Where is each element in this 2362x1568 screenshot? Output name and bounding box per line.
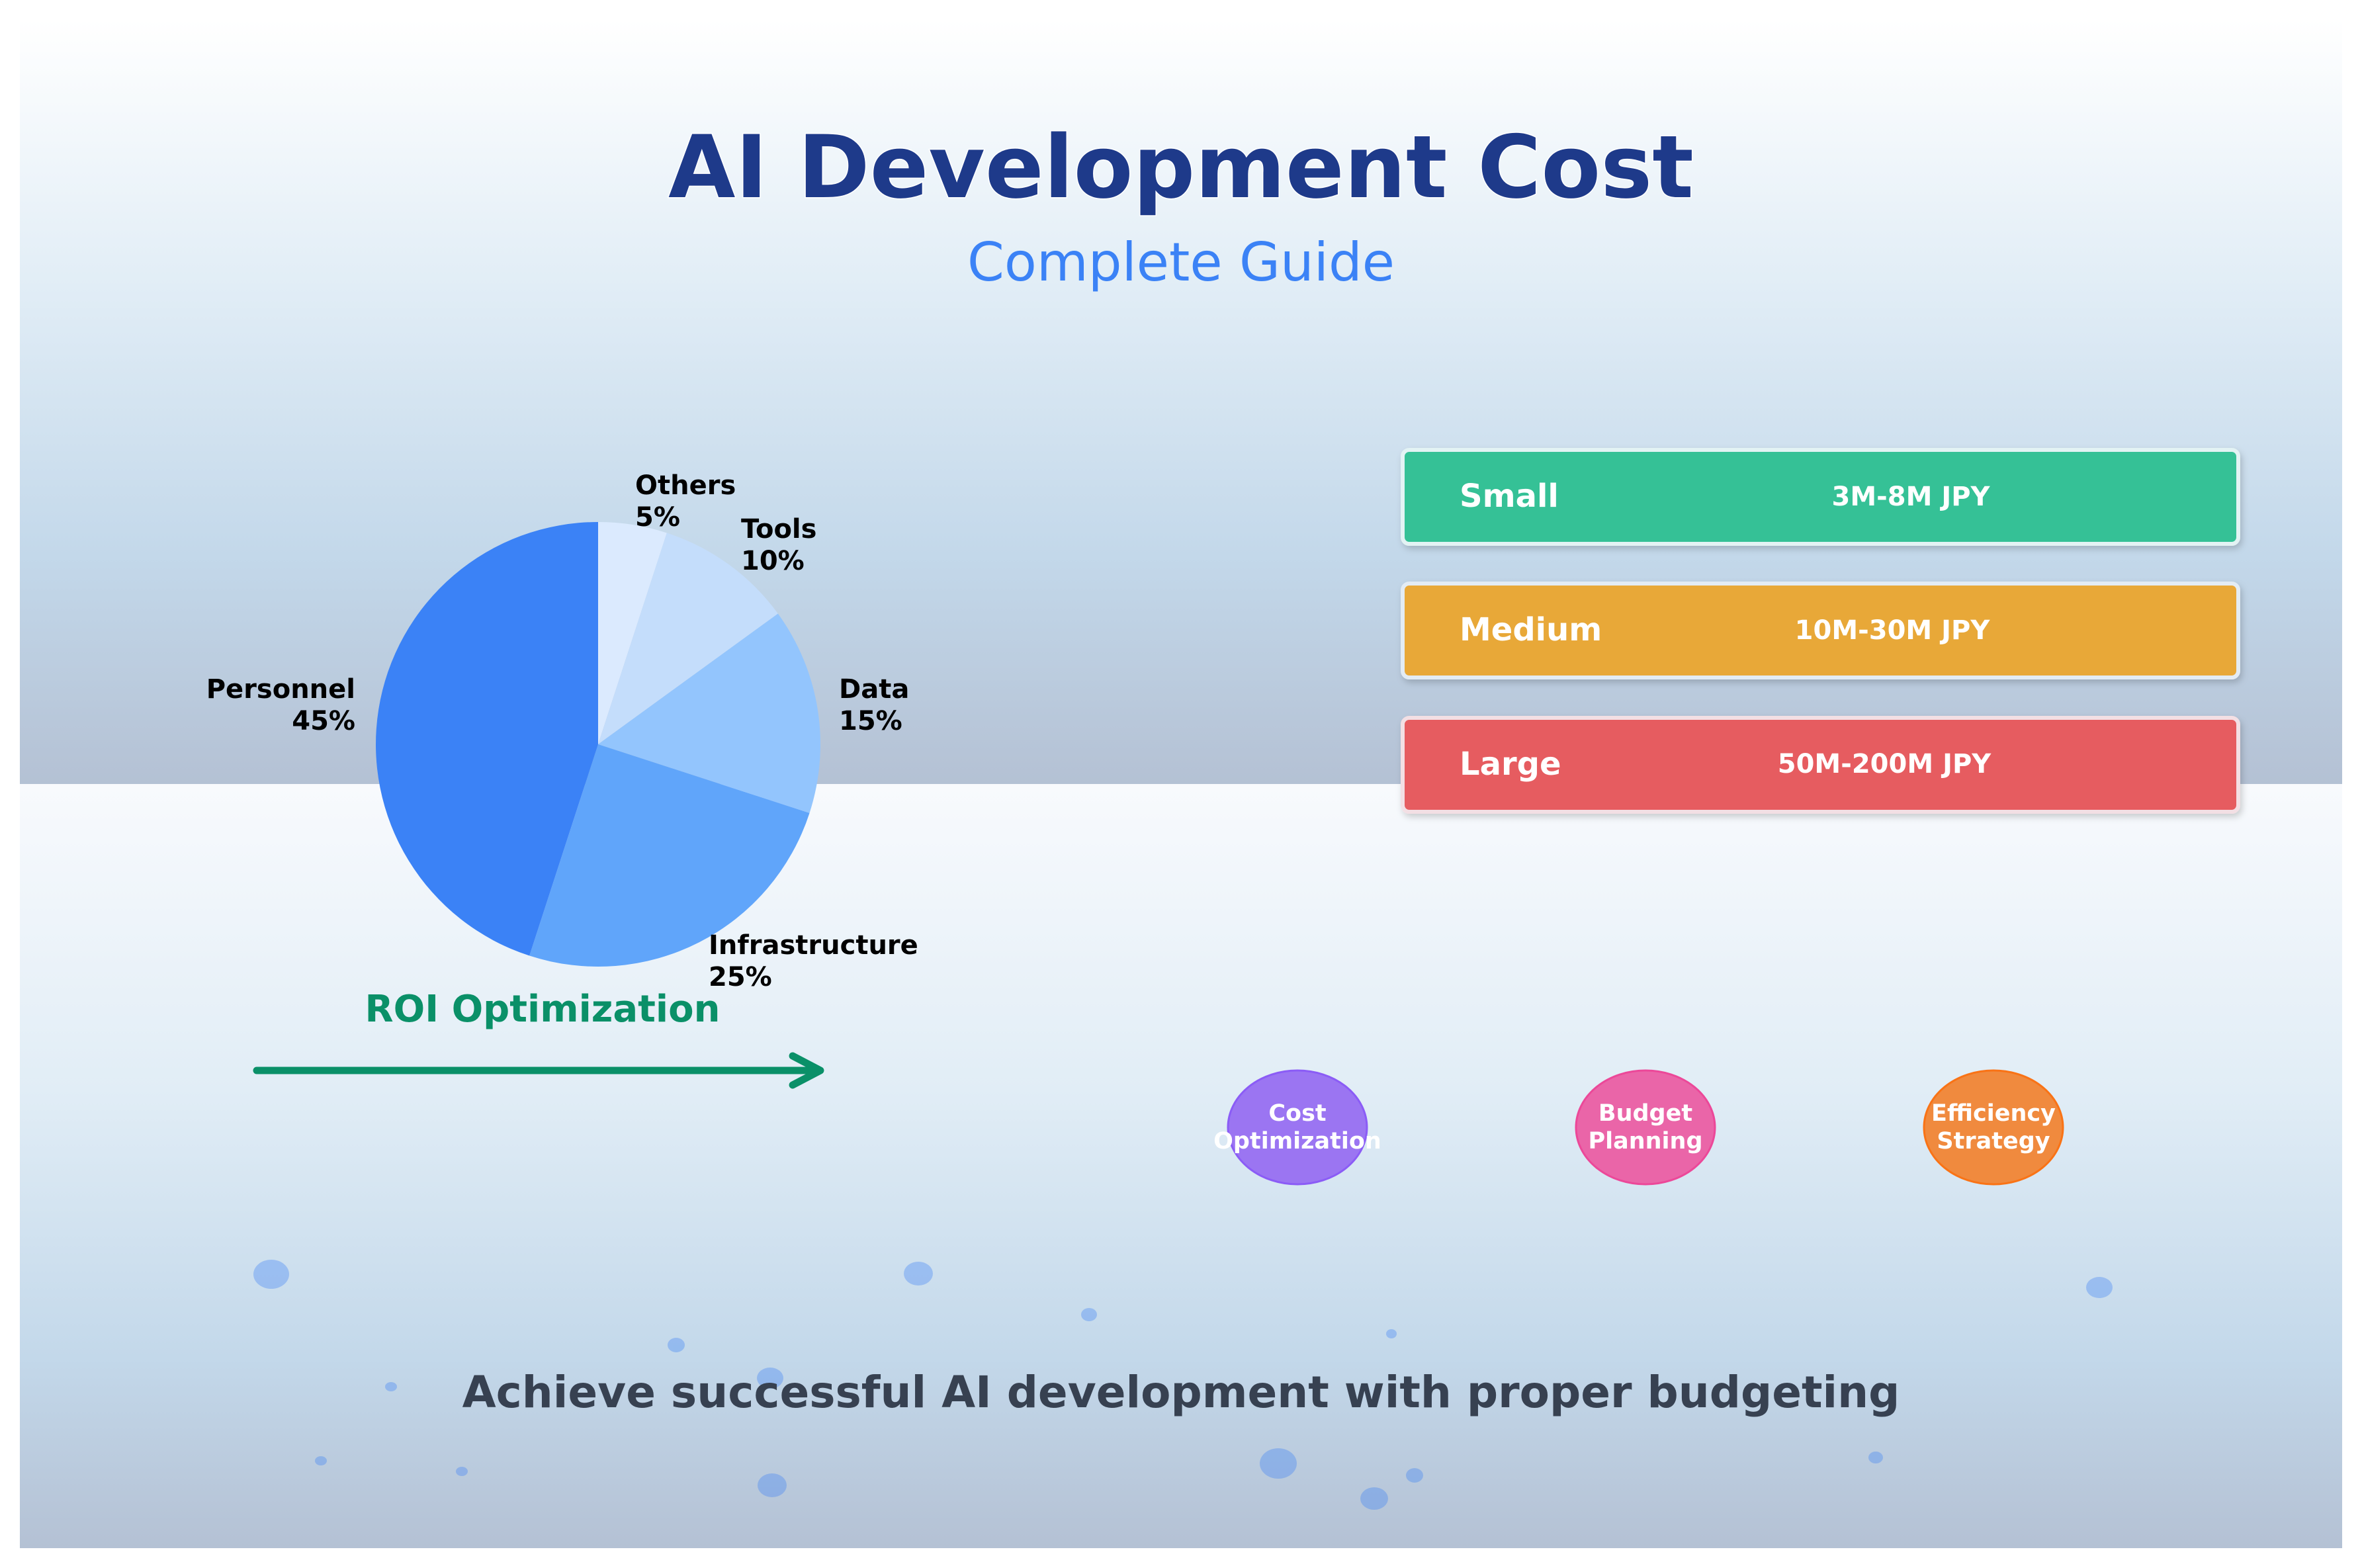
bubble-dot [1868, 1452, 1883, 1463]
bubble-dot [1406, 1468, 1423, 1483]
scale-card-small: Small 3M-8M JPY [1401, 448, 2240, 546]
bubble-dot [253, 1260, 289, 1289]
pie-label-tools-name: Tools [741, 514, 816, 544]
footer-tagline: Achieve successful AI development with p… [462, 1367, 1900, 1418]
strategy-label-line: Planning [1588, 1128, 1702, 1154]
bubble-dot [668, 1338, 685, 1352]
strategy-label-line: Budget [1598, 1100, 1692, 1127]
bubble-dot [757, 1368, 783, 1389]
scale-card-large-background [1401, 716, 2240, 814]
scale-card-medium: Medium 10M-30M JPY [1401, 582, 2240, 679]
scale-card-small-range: 3M-8M JPY [1832, 482, 1991, 512]
bubble-dot [315, 1456, 327, 1465]
pie-slice-tools [598, 533, 778, 744]
pie-label-data-percent: 15% [839, 706, 902, 736]
pie-label-data-name: Data [839, 674, 909, 705]
pie-label-others-name: Others [635, 470, 736, 501]
scale-card-large: Large 50M-200M JPY [1401, 716, 2240, 814]
pie-slice-data [598, 613, 820, 813]
bubble-dot [385, 1382, 397, 1391]
strategy-efficiency-strategy-circle [1923, 1069, 2064, 1186]
scale-card-small-name: Small [1460, 478, 1559, 515]
scale-card-large-name: Large [1460, 746, 1561, 783]
scale-card-small-background [1401, 448, 2240, 546]
page-title: AI Development Cost [668, 116, 1694, 218]
roi-optimization-label: ROI Optimization [365, 988, 721, 1031]
bubble-dot [1260, 1448, 1297, 1479]
strategy-label-line: Optimization [1213, 1128, 1381, 1154]
pie-label-personnel-name: Personnel [206, 674, 355, 705]
pie-label-tools-percent: 10% [741, 546, 805, 576]
pie-label-infrastructure-percent: 25% [709, 962, 772, 992]
bubble-dot [904, 1262, 933, 1285]
pie-slice-others [598, 522, 667, 744]
cost-breakdown-pie-chart [376, 522, 820, 967]
bubble-dot [1081, 1308, 1097, 1321]
strategy-label-line: Strategy [1937, 1128, 2050, 1154]
project-scale-cards: Small 3M-8M JPY Medium 10M-30M JPY Large… [1401, 448, 2240, 814]
pie-label-others-percent: 5% [635, 502, 680, 533]
scale-card-large-range: 50M-200M JPY [1778, 749, 1991, 779]
strategy-label-line: Efficiency [1931, 1100, 2056, 1127]
strategy-label-line: Cost [1268, 1100, 1326, 1127]
roi-arrow-head-icon [789, 1052, 824, 1089]
scale-card-medium-range: 10M-30M JPY [1795, 615, 1991, 646]
pie-slice-infrastructure [529, 744, 810, 967]
bubble-dot [758, 1473, 787, 1497]
decorative-bubbles [253, 1260, 2113, 1510]
bubble-dot [456, 1467, 468, 1476]
strategy-budget-planning-circle [1575, 1069, 1716, 1186]
strategy-cost-optimization-circle [1227, 1069, 1368, 1186]
pie-slice-personnel [376, 522, 598, 956]
bubble-dot [1386, 1329, 1397, 1338]
pie-label-personnel-percent: 45% [292, 706, 355, 736]
bubble-dot [2086, 1277, 2113, 1298]
pie-label-infrastructure-name: Infrastructure [709, 930, 918, 961]
scale-card-medium-name: Medium [1460, 611, 1602, 648]
bubble-dot [1360, 1487, 1388, 1510]
page-subtitle: Complete Guide [967, 232, 1395, 293]
scale-card-medium-background [1401, 582, 2240, 679]
